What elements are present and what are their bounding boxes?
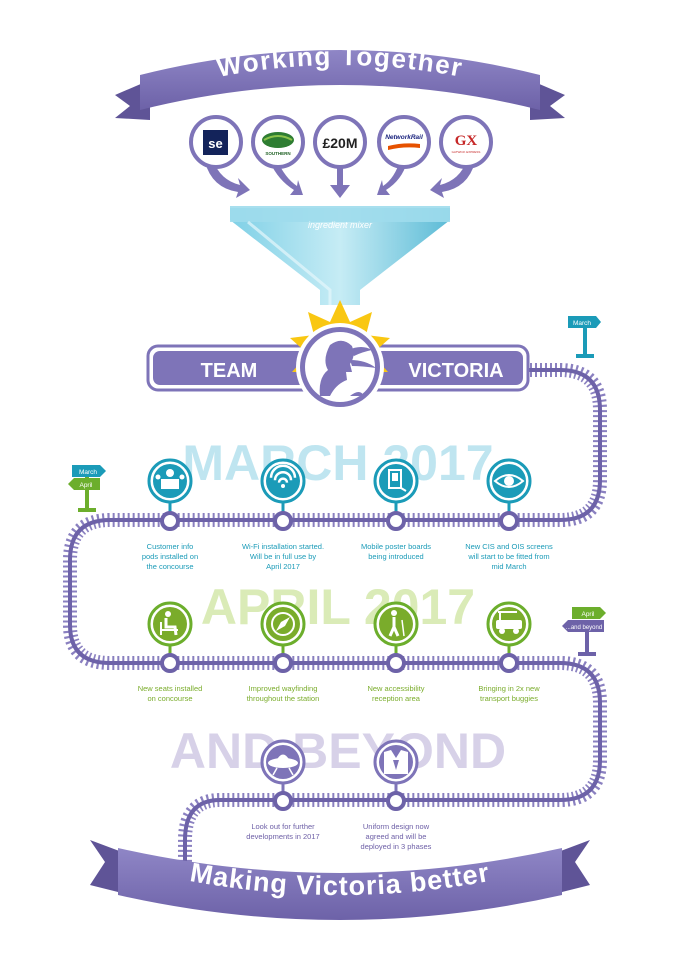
station-dot [499,511,519,531]
station-dot [160,653,180,673]
stop-caption-line: deployed in 3 phases [360,842,432,851]
stop-caption-line: will start to be fitted from [468,552,550,561]
signpost-right-label-1: ...and beyond [566,625,602,631]
stop-beyond-0 [260,739,306,811]
stop-april-0 [147,601,193,673]
funding-badge: £20M [313,115,367,169]
stop-caption-line: on concourse [147,694,193,703]
stop-caption-line: Mobile poster boards [360,542,432,551]
section-title-beyond: AND BEYOND [170,723,506,779]
gatwick-express-logo-text: GX [455,133,478,149]
poster-board-icon [373,458,419,504]
wifi-icon [260,458,306,504]
team-right-label: VICTORIA [408,360,503,382]
stops-layer [147,458,532,811]
gatwick-express-logo: GX GATWICK EXPRESS [439,115,493,169]
signpost-right: April ...and beyond [562,607,606,656]
stop-caption-line: April 2017 [266,562,300,571]
signpost-left-label-0: March [79,469,97,476]
se-logo: se [189,115,243,169]
stop-caption-line: Look out for further [251,822,315,831]
footer-ribbon: Making Victoria better [90,840,590,920]
southern-logo-text: SOUTHERN [265,151,290,156]
partner-logos: se SOUTHERN £20M NetworkRail GX GATWICK … [189,115,493,198]
victoria-silhouette-icon [319,340,376,396]
stop-caption-line: throughout the station [246,694,320,703]
stop-caption-line: transport buggies [480,694,538,703]
stop-caption-line: Uniform design now [362,822,430,831]
stop-beyond-1 [373,739,419,811]
stop-april-1 [260,601,306,673]
stop-april-3 [486,601,532,673]
signpost-left: March April [68,465,106,512]
ufo-icon [260,739,306,785]
ingredient-funnel: ingredient mixer [230,206,450,305]
signpost-top-right-label-0: March [573,320,591,327]
stop-caption-line: developments in 2017 [246,832,320,841]
stop-caption-line: Will be in full use by [249,552,317,561]
stop-caption-line: Wi-Fi installation started. [241,542,325,551]
info-desk-icon [147,458,193,504]
signpost-top-right: March [568,316,601,358]
stop-march-1 [260,458,306,531]
station-dot [386,791,406,811]
stop-caption-line: agreed and will be [365,832,427,841]
team-left-label: TEAM [201,360,258,382]
stop-march-0 [147,458,193,531]
station-dot [273,511,293,531]
southern-logo: SOUTHERN [251,115,305,169]
stop-caption-line: New accessibility [367,684,425,693]
funnel-label: ingredient mixer [308,220,373,230]
stop-caption-line: Improved wayfinding [248,684,318,693]
header-ribbon: Working Together [115,41,565,120]
seat-icon [147,601,193,647]
signpost-left-label-1: April [79,482,93,489]
stop-april-2 [373,601,419,673]
signpost-right-label-0: April [581,611,595,618]
team-victoria-banner: TEAM VICTORIA [146,300,530,411]
stop-caption-line: the concourse [146,562,194,571]
stop-caption-line: Customer info [146,542,194,551]
stop-caption-line: reception area [372,694,420,703]
railway-track [63,363,607,900]
stop-caption-line: Bringing in 2x new [478,684,540,693]
compass-icon [260,601,306,647]
gatwick-express-logo-subtext: GATWICK EXPRESS [452,150,481,154]
funding-badge-text: £20M [322,135,357,151]
station-dot [386,653,406,673]
stop-caption-line: being introduced [368,552,424,561]
station-dot [160,511,180,531]
network-rail-logo-text: NetworkRail [385,134,423,141]
section-title-march: MARCH 2017 [182,435,493,491]
stop-caption-line: New seats installed [137,684,203,693]
station-dot [499,653,519,673]
station-dot [273,653,293,673]
se-logo-text: se [208,136,222,151]
network-rail-logo: NetworkRail [377,115,431,169]
eye-icon [486,458,532,504]
buggy-icon [486,601,532,647]
section-title-april: APRIL 2017 [201,579,475,635]
stop-march-3 [486,458,532,531]
stop-caption: Wi-Fi installation started.Will be in fu… [223,542,343,572]
accessibility-icon [373,601,419,647]
stop-caption-line: New CIS and OIS screens [465,542,553,551]
uniform-icon [373,739,419,785]
stop-caption-line: pods installed on [141,552,199,561]
stop-caption-line: mid March [491,562,527,571]
station-dot [273,791,293,811]
stop-march-2 [373,458,419,531]
station-dot [386,511,406,531]
